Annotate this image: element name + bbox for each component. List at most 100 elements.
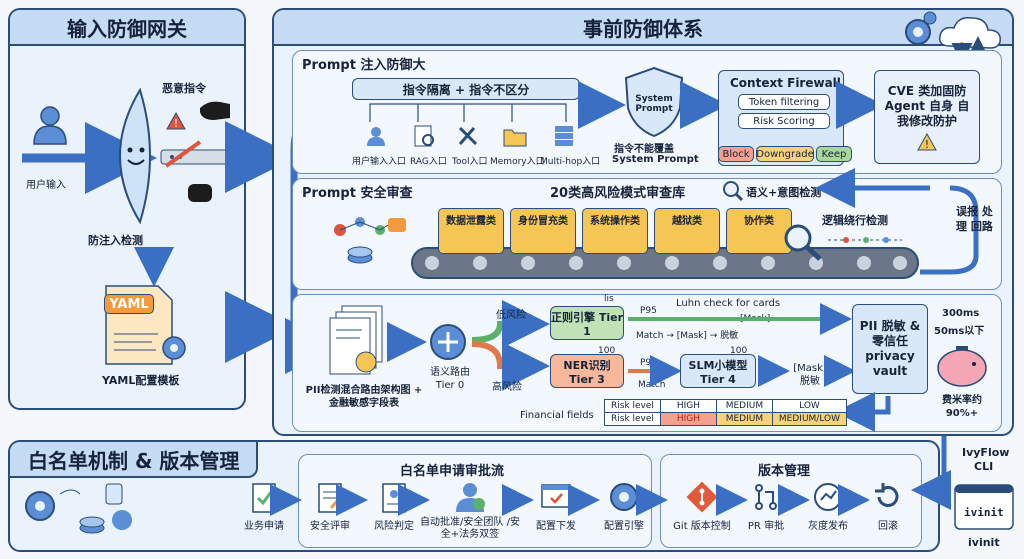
- documents-icon: [329, 304, 390, 378]
- prompt-audit-title: Prompt 安全审查: [302, 186, 413, 201]
- router-label: 语义路由 Tier 0: [430, 367, 470, 391]
- isolation-banner: 指令隔离 + 指令不区分: [352, 78, 580, 100]
- pre-defense-title: 事前防御体系: [274, 10, 1012, 46]
- tier1-to-vault-arrow: [628, 303, 852, 335]
- luhn-label: Luhn check for cards: [676, 298, 781, 309]
- whitelist-panel-title: 白名单机制 & 版本管理: [10, 442, 258, 478]
- keep-chip: Keep: [816, 146, 852, 162]
- entry-label-user: 用户输入入口: [352, 157, 407, 167]
- category-impersonation: 身份冒充类: [510, 208, 576, 254]
- yaml-to-pii-arrow: [225, 291, 297, 363]
- risk-cell: HIGH: [659, 412, 717, 426]
- tier4-to-mask-arrow: [758, 355, 790, 387]
- router-branch-arrows: [471, 300, 550, 390]
- defense-lens-icon: [96, 86, 162, 226]
- black-glove-icon: [198, 98, 232, 124]
- shield-icon: [622, 66, 686, 138]
- rag-entry-icon: [412, 124, 436, 148]
- git-icon: [685, 480, 719, 514]
- entry-label-memory: Memory入口: [490, 157, 545, 167]
- cli-caption: ivinit: [968, 536, 1000, 549]
- downgrade-chip: Downgrade: [756, 146, 814, 162]
- tier3-to-tier4-arrow: [628, 355, 682, 387]
- cli-title-1: IvyFlow: [962, 446, 1010, 459]
- rollback-icon: [871, 480, 905, 514]
- logic-dots: [828, 237, 902, 243]
- big-magnifier-icon: [780, 222, 824, 262]
- cli-screen-text: ivinit: [964, 506, 1004, 519]
- cve-text: CVE 类加固防 Agent 自身 自我修改防护: [884, 83, 970, 128]
- shield-caption-1: 指令不能覆盖: [614, 144, 674, 155]
- tool-entry-icon: [456, 124, 480, 148]
- category-system-ops: 系统操作类: [582, 208, 648, 254]
- main-to-bottom-arrow: [911, 436, 951, 510]
- conveyor-belt: [410, 244, 920, 282]
- prompt-injection-title: Prompt 注入防御大: [302, 58, 426, 73]
- gear-icon: [898, 10, 938, 50]
- pii-docs-label: PII检测混合路由架构图 + 金融敏感字段表: [305, 385, 423, 409]
- banner-to-shield-arrow: [578, 81, 626, 129]
- malicious-label: 恶意指令: [162, 82, 206, 95]
- risk-cell: Risk level: [604, 412, 661, 426]
- anti-injection-label: 防注入检测: [88, 234, 143, 247]
- bottom-flow-arrows: [270, 484, 870, 516]
- gear-cluster-icon: [20, 476, 140, 548]
- tier4-box: SLM小模型 Tier 4: [680, 354, 756, 388]
- logic-bypass-label: 逻辑绕行检测: [822, 214, 888, 227]
- firewall-to-cve-arrow: [836, 81, 884, 129]
- warning-icon: !: [166, 111, 186, 130]
- feedback-loop-arrow: [815, 168, 979, 275]
- risk-table: Risk level HIGH MEDIUM LOW Risk level HI…: [604, 399, 848, 426]
- tier3-badge: 100: [598, 346, 616, 356]
- cli-title-2: CLI: [974, 460, 994, 473]
- semantic-detect-label: 语义+意图检测: [746, 186, 822, 199]
- category-data-leak: 数据泄露类: [438, 208, 504, 254]
- user-icon: [30, 104, 70, 146]
- memory-entry-icon: [502, 124, 528, 148]
- cost-label: 费米率约 90%+: [942, 395, 982, 419]
- shield-to-firewall-arrow: [680, 81, 728, 129]
- vault-to-table-arrow: [835, 392, 891, 432]
- version-title: 版本管理: [758, 464, 811, 479]
- docs-to-router-arrow: [387, 322, 427, 362]
- entry-label-multihop: Multi-hop入口: [540, 157, 601, 167]
- privacy-vault-box: PII 脱敏 & 零信任 privacy vault: [852, 304, 928, 394]
- magnifier-icon: [722, 180, 744, 202]
- svg-text:!: !: [174, 117, 178, 130]
- risk-table-row: Risk level HIGH MEDIUM LOW: [604, 399, 848, 413]
- step-git: Git 版本控制: [666, 480, 738, 532]
- risk-cell: HIGH: [659, 399, 717, 413]
- user-entry-icon: [364, 124, 388, 148]
- risk-cell: MEDIUM: [715, 399, 773, 413]
- match-label-1: Match → [Mask] → 脱敏: [636, 331, 739, 341]
- latency-label-1: 300ms: [942, 308, 980, 319]
- library-title: 20类高风险模式审查库: [550, 186, 686, 201]
- cve-box: CVE 类加固防 Agent 自身 自我修改防护 !: [874, 70, 980, 164]
- user-input-label: 用户输入: [26, 180, 66, 191]
- tier3-box: NER识别 Tier 3: [550, 354, 624, 388]
- risk-cell: MEDIUM/LOW: [771, 412, 848, 426]
- feedback-loop-label: 误报 处理 回路: [956, 205, 993, 233]
- pull-request-icon: [749, 480, 783, 514]
- router-icon: [428, 322, 468, 362]
- step-pr-review: PR 审批: [734, 480, 798, 532]
- token-filtering-chip: Token filtering: [738, 94, 830, 110]
- user-to-shield-arrow: [22, 122, 157, 194]
- match-label-2: Match: [638, 380, 666, 390]
- network-nodes-icon: [330, 214, 420, 274]
- cve-warning-icon: !: [917, 132, 937, 151]
- gateway-to-prompt-arrow: [225, 121, 297, 193]
- entry-label-tool: Tool入口: [452, 157, 488, 167]
- whitelist-approval-title: 白名单申请审批流: [400, 464, 505, 479]
- financial-fields-label: Financial fields: [520, 410, 594, 421]
- approve-user-icon: [453, 480, 487, 514]
- risk-cell: Risk level: [604, 399, 661, 413]
- mask-to-vault-arrow: [824, 355, 856, 387]
- step-rollback: 回滚: [856, 480, 920, 532]
- risk-table-row: Risk level HIGH MEDIUM MEDIUM/LOW: [604, 412, 848, 426]
- context-firewall-title: Context Firewall: [730, 76, 841, 90]
- tier1-badge: lis: [604, 294, 614, 304]
- low-risk-label: 低风险: [496, 310, 526, 321]
- piggy-bank-icon: [934, 340, 990, 390]
- terminal-window-icon: [954, 484, 1014, 530]
